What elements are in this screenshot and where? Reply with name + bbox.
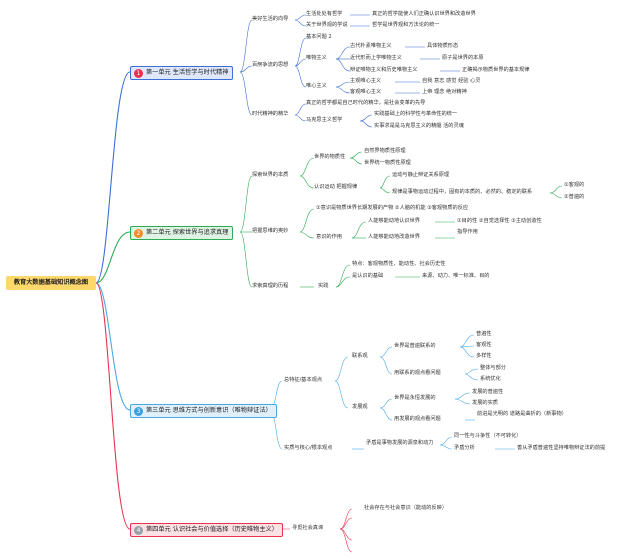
u3-b1: 总特征/基本观点	[284, 377, 323, 383]
u2-b3: 求索真理的历程	[252, 283, 289, 289]
unit-3-title: 第三单元 思维方式与创新意识（唯物辩证法）	[146, 407, 272, 414]
unit-4-node: 4 第四单元 认识社会与价值选择（历史唯物主义）	[130, 523, 283, 537]
u2-b2a: ①意识是物质世界长期发展的产物 ②人脑的机能 ③客观物质的反应	[316, 205, 469, 211]
u1-b2c2x: 上帝 理念 绝对精神	[422, 89, 467, 95]
u3-b1b2: 用发展的观点看问题	[394, 416, 441, 422]
u1-b2b3: 辩证唯物主义和历史唯物主义	[350, 67, 418, 73]
unit-4-title: 第四单元 认识社会与价值选择（历史唯物主义）	[146, 526, 278, 533]
u2-b1b2a: ①客观的	[564, 182, 585, 188]
u1-b1a: 生活处处有哲学	[306, 11, 343, 17]
u1-b1: 美好生活的向导	[252, 16, 289, 22]
u3-b1a2a: 整体与部分	[480, 365, 506, 371]
unit-2-number: 2	[134, 228, 143, 238]
u2-b1b1: 运动与静止辩证关系原理	[392, 172, 450, 178]
u4-b1a: 社会存在与社会意识（能动的反映）	[364, 505, 448, 511]
u3-b1a2: 用联系的观点看问题	[394, 370, 441, 376]
u3-b1a1: 世界是普遍联系的	[394, 343, 436, 349]
u3-b1b1: 世界是永恒发展的	[394, 395, 436, 401]
unit-1-node: 1 第一单元 生活哲学与时代精神	[130, 66, 234, 80]
unit-4-number: 4	[134, 525, 143, 535]
u2-b2b: 意识的作用	[316, 234, 342, 240]
u1-b2b1x: 具体物质形态	[427, 43, 459, 49]
u3-b2a2x: 善从矛盾普遍性坚持唯物辩证法的前提	[517, 445, 606, 451]
u2-b3a2x: 来源、动力、唯一标准、目的	[422, 273, 490, 279]
u2-b1a2: 世界统一物质性原理	[364, 160, 411, 166]
unit-3-number: 3	[134, 406, 143, 416]
u2-b2b1x: ①目的性 ②自觉选择性 ③主动创造性	[457, 218, 542, 224]
u1-b2b2x: 原子是世界的本原	[442, 55, 484, 61]
u1-b2c: 唯心主义	[306, 83, 327, 89]
u1-b3: 时代精神的精华	[252, 111, 289, 117]
unit-1-title: 第一单元 生活哲学与时代精神	[146, 69, 229, 76]
u2-b1b2b: ②普遍的	[564, 194, 585, 200]
u2-b2b2: 人能够能动地改造世界	[368, 234, 420, 240]
u2-b2b1: 人能够能动地认识世界	[368, 218, 420, 224]
u3-b1a2b: 系统优化	[480, 376, 501, 382]
unit-2-node: 2 第二单元 探索世界与追求真理	[130, 226, 234, 240]
u1-b2b1: 古代朴素唯物主义	[350, 43, 392, 49]
u2-b2: 把握思维的奥妙	[252, 228, 289, 234]
u2-b2b2x: 指导作用	[457, 229, 478, 235]
u2-b3a1: 特点：客观物质性、能动性、社会历史性	[352, 261, 446, 267]
u3-b1b1b: 发展的实质	[472, 400, 498, 406]
u4-b1: 寻觅社会真谛	[292, 525, 324, 531]
unit-1-number: 1	[134, 68, 143, 78]
u1-b2c1x: 自我 意志 感觉 经验 心灵	[422, 78, 481, 84]
u1-b2: 百舸争流的思想	[252, 62, 289, 68]
u1-b2c2: 客观唯心主义	[350, 89, 382, 95]
u1-b3a: 真正的哲学都是自己时代的精华，是社会变革的先导	[306, 100, 426, 106]
u1-b3b2: 实事求是是马克思主义的精髓 活的灵魂	[374, 123, 464, 129]
u1-b1a1: 真正的哲学能使人们正确认识世界和改造世界	[372, 11, 476, 17]
u1-b2c1: 主观唯心主义	[350, 78, 382, 84]
u2-b1b: 认识运动 把握规律	[314, 184, 358, 190]
unit-2-title: 第二单元 探索世界与追求真理	[146, 229, 229, 236]
u3-b2a1: 同一性与斗争性（不可转化）	[454, 433, 522, 439]
u3-b1b1a: 发展的普遍性	[472, 389, 504, 395]
u3-b1b: 发展观	[352, 404, 368, 410]
u1-b3b1: 实践基础上的科学性与革命性的统一	[374, 111, 458, 117]
root-node: 教育大数据基础知识概念图	[6, 276, 96, 290]
u1-b1b: 关于世界观的学说	[306, 22, 348, 28]
u1-b2b: 唯物主义	[306, 55, 327, 61]
u3-b1a1c: 多样性	[476, 353, 492, 359]
u2-b1b2: 规律是事物运动过程中，固有的本质的、必然的、稳定的联系	[392, 189, 533, 195]
u1-b1b1: 哲学是世界观和方法论的统一	[372, 22, 440, 28]
u2-b3a: 实践	[318, 283, 329, 289]
u3-b2: 实质与核心/根本观点	[284, 445, 333, 451]
u2-b1a1: 自然界物质性原理	[364, 148, 406, 154]
u2-b1a: 世界的物质性	[314, 154, 346, 160]
u3-b1a1b: 客观性	[476, 342, 492, 348]
u3-b2a2: 矛盾分析	[454, 445, 475, 451]
u3-b1b2a: 前进是光明的 道路是曲折的（新事物）	[477, 411, 567, 417]
u3-b1a: 联系观	[352, 353, 368, 359]
u1-b2b2: 近代形而上学唯物主义	[350, 55, 402, 61]
u1-b2a: 基本问题 2	[306, 34, 332, 40]
unit-3-node: 3 第三单元 思维方式与创新意识（唯物辩证法）	[130, 404, 277, 418]
u2-b1: 探索世界的本质	[252, 172, 289, 178]
u3-b1a1a: 普遍性	[476, 331, 492, 337]
u1-b2b3x: 正确揭示物质世界的基本规律	[462, 67, 530, 73]
u1-b3b: 马克思主义哲学	[306, 117, 343, 123]
u2-b3a2: 是认识的基础	[352, 273, 384, 279]
u3-b2a: 矛盾是事物发展的源泉和动力	[366, 440, 434, 446]
